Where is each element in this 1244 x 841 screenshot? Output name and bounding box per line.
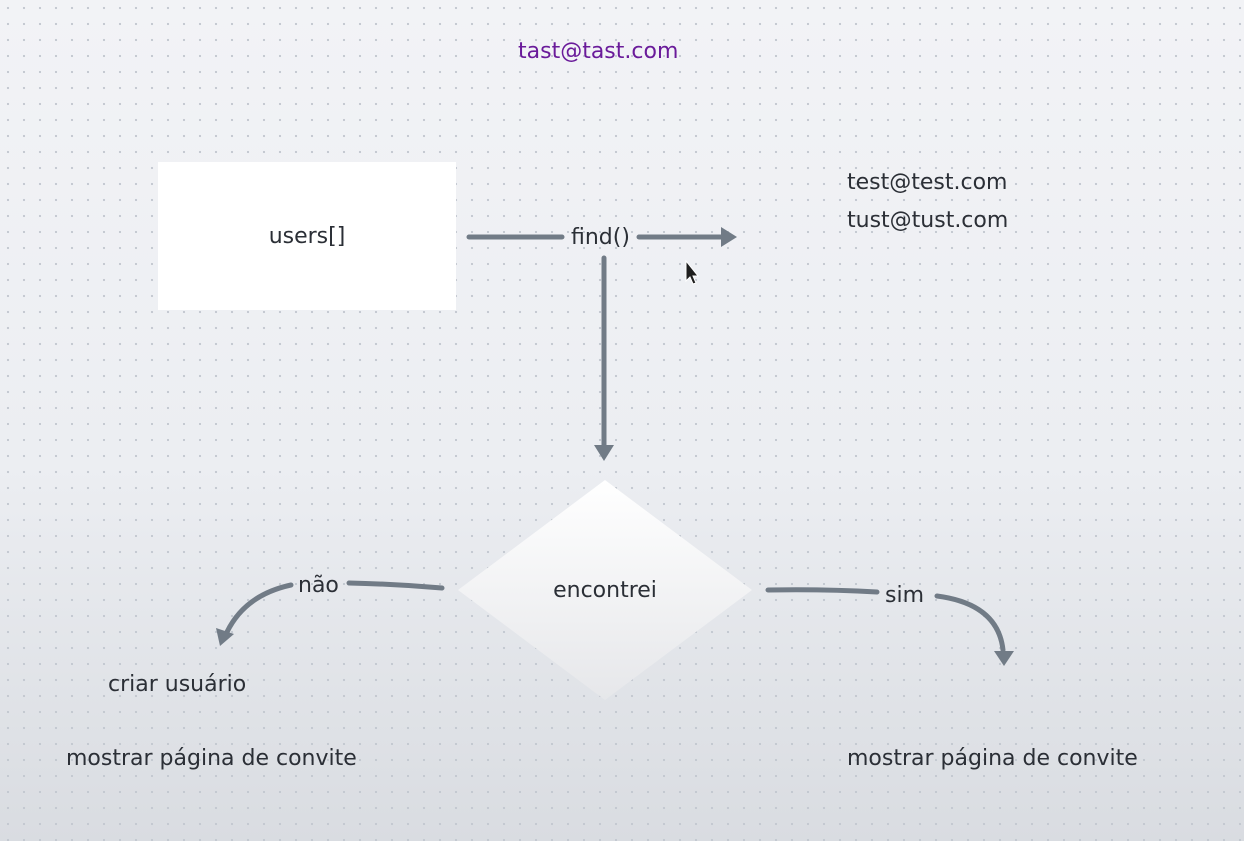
yes-action-show-invite: mostrar página de convite (847, 746, 1138, 771)
users-array-label: users[] (268, 223, 346, 249)
decision-diamond[interactable] (458, 480, 752, 700)
users-array-box[interactable]: users[] (158, 162, 456, 310)
arrowhead-yes (994, 651, 1014, 666)
no-edge-label: não (298, 573, 339, 598)
top-email-label: tast@tast.com (518, 39, 679, 64)
arrowhead-no (216, 628, 234, 646)
no-action-create-user: criar usuário (108, 672, 247, 697)
email-item: test@test.com (847, 170, 1008, 195)
no-action-show-invite: mostrar página de convite (66, 746, 357, 771)
arrow-no-curve (224, 582, 294, 635)
arrow-no-line-right (346, 580, 445, 591)
mouse-cursor-icon (685, 259, 700, 285)
arrowhead-right (721, 227, 737, 247)
find-function-label: find() (571, 225, 630, 250)
decision-label: encontrei (553, 577, 657, 603)
email-item: tust@tust.com (847, 208, 1009, 233)
decision-node: encontrei (456, 480, 754, 700)
arrow-yes-curve (934, 593, 1006, 653)
arrowhead-down (594, 445, 614, 461)
yes-edge-label: sim (885, 583, 925, 608)
arrow-yes-line (765, 587, 880, 595)
